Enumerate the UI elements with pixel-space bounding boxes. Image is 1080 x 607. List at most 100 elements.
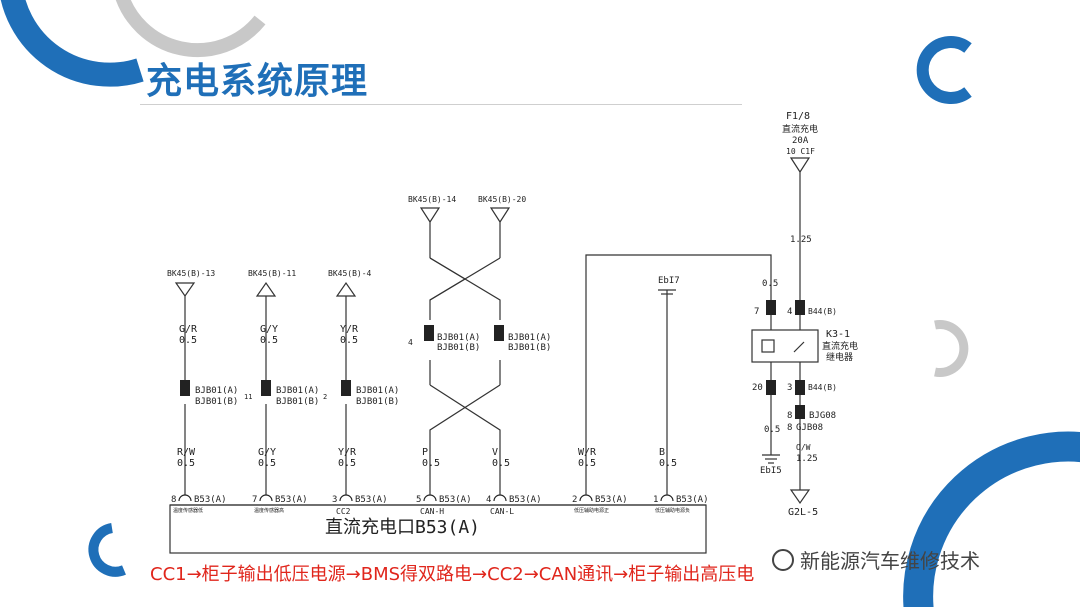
- corner-arc-top-left-grey: [115, 0, 266, 58]
- relay-out-color: O/W: [796, 443, 811, 452]
- relay-out-conn2: GJB08: [796, 423, 823, 433]
- pin-terminal: [579, 494, 593, 502]
- wire-size-bottom: 0.5: [258, 458, 276, 469]
- pin-number: 1: [653, 495, 658, 505]
- arc-bottom-left: [88, 523, 126, 577]
- relay-pin-tr: 4: [787, 307, 792, 317]
- watermark-text: 新能源汽车维修技术: [800, 549, 980, 573]
- relay-out-conn: [795, 405, 805, 419]
- relay-pin-br: 3: [787, 383, 792, 393]
- process-caption: CC1→柜子输出低压电源→BMS得双路电→CC2→CAN通讯→柜子输出高压电: [150, 564, 755, 585]
- inline-pin: 2: [323, 393, 327, 401]
- can-connector-left: [424, 325, 434, 341]
- relay-out-pin-a: 8: [787, 411, 792, 421]
- can-conn-right-b: BJB01(B): [508, 343, 551, 353]
- pin-terminal: [339, 494, 353, 502]
- wire-color-bottom: R/W: [177, 447, 196, 458]
- pin-terminal: [660, 494, 674, 502]
- relay-name2: 继电器: [826, 351, 853, 363]
- signal-label: CAN-H: [420, 507, 444, 516]
- inline-connector: [180, 380, 190, 396]
- pin-number: 2: [572, 495, 577, 505]
- relay-name1: 直流充电: [822, 340, 858, 352]
- signal-label: CAN-L: [490, 507, 514, 516]
- ref-label: BK45(B)-4: [328, 269, 372, 278]
- wire-size-top: 0.5: [340, 335, 358, 346]
- inline-connector: [261, 380, 271, 396]
- wire-color-bottom: G/Y: [258, 447, 276, 458]
- can-conn-left-a: BJB01(A): [437, 333, 480, 343]
- can-conn-right-a: BJB01(A): [508, 333, 551, 343]
- arc-bottom-right: [903, 431, 1080, 607]
- can-ref-right: BK45(B)-20: [478, 195, 526, 204]
- pin-tag: 温度传感器高: [254, 507, 284, 514]
- ref-label: BK45(B)-11: [248, 269, 296, 278]
- ground-upper: EbI7: [658, 276, 680, 286]
- pin-number: 8: [171, 495, 176, 505]
- relay-contact: [793, 341, 805, 353]
- wire-color-bottom: Y/R: [338, 447, 357, 458]
- inline-conn-a: BJB01(A): [195, 386, 238, 396]
- relay-pin-bl: 20: [752, 383, 763, 393]
- wire-size-bottom: 0.5: [177, 458, 195, 469]
- inline-conn-a: BJB01(A): [356, 386, 399, 396]
- fuse-pin: 10 C1F: [786, 147, 815, 156]
- wire-size-bottom: 0.5: [578, 458, 596, 469]
- fuse-name: 直流充电: [782, 123, 818, 135]
- pin-connector: B53(A): [509, 495, 542, 505]
- pin-tag: 温度传感器低: [173, 507, 203, 514]
- inline-connector: [341, 380, 351, 396]
- wire-color-bottom: W/R: [578, 447, 597, 458]
- pin-terminal: [423, 494, 437, 502]
- wire-color-top: Y/R: [340, 324, 359, 335]
- pin-terminal: [259, 494, 273, 502]
- relay-pin-bconn: B44(B): [808, 383, 837, 392]
- can-connector-right: [494, 325, 504, 341]
- relay-bot-conn-left: [766, 380, 776, 395]
- pin-number: 4: [486, 495, 491, 505]
- fuse-rating: 20A: [792, 136, 809, 146]
- port-label: 直流充电口B53(A): [325, 517, 480, 538]
- relay-pin-tconn: B44(B): [808, 307, 837, 316]
- relay-coil: [761, 339, 775, 353]
- wire-size-bottom: 0.5: [492, 458, 510, 469]
- wire-color-top: G/Y: [260, 324, 278, 335]
- ground-lower: EbI5: [760, 466, 782, 476]
- inline-conn-b: BJB01(B): [276, 397, 319, 407]
- wire-color-bottom: P: [422, 447, 428, 458]
- relay-top-conn-left: [766, 300, 776, 315]
- inline-pin: 11: [244, 393, 252, 401]
- ref-triangle: [335, 281, 357, 297]
- relay-left-wire: 0.5: [762, 279, 778, 289]
- pin-number: 7: [252, 495, 257, 505]
- relay-out-dest: G2L-5: [788, 507, 818, 518]
- pin-connector: B53(A): [355, 495, 388, 505]
- inline-conn-b: BJB01(B): [356, 397, 399, 407]
- can-conn-left-b: BJB01(B): [437, 343, 480, 353]
- ref-label: BK45(B)-13: [167, 269, 215, 278]
- pin-connector: B53(A): [676, 495, 709, 505]
- relay-top-conn-right: [795, 300, 805, 315]
- wire-color-bottom: V: [492, 447, 498, 458]
- corner-arc-top-left: [0, 0, 144, 87]
- top-wire-size: 1.25: [790, 235, 812, 245]
- pin-connector: B53(A): [194, 495, 227, 505]
- wire-color-top: G/R: [179, 324, 198, 335]
- wire-color-bottom: B: [659, 447, 665, 458]
- relay-wiring: [585, 157, 811, 505]
- pin-number: 3: [332, 495, 337, 505]
- arc-mid-right-grey: [934, 320, 969, 377]
- wire-size-top: 0.5: [260, 335, 278, 346]
- pin-tag: 低压辅助电源正: [574, 507, 609, 514]
- ref-triangle: [174, 282, 196, 298]
- fuse-id: F1/8: [786, 111, 810, 122]
- title-divider: [140, 104, 742, 105]
- pin-terminal: [178, 494, 192, 502]
- pin-connector: B53(A): [275, 495, 308, 505]
- signal-label: CC2: [336, 507, 351, 516]
- relay-pin-tl: 7: [754, 307, 759, 317]
- inline-conn-b: BJB01(B): [195, 397, 238, 407]
- relay-box: [751, 329, 819, 363]
